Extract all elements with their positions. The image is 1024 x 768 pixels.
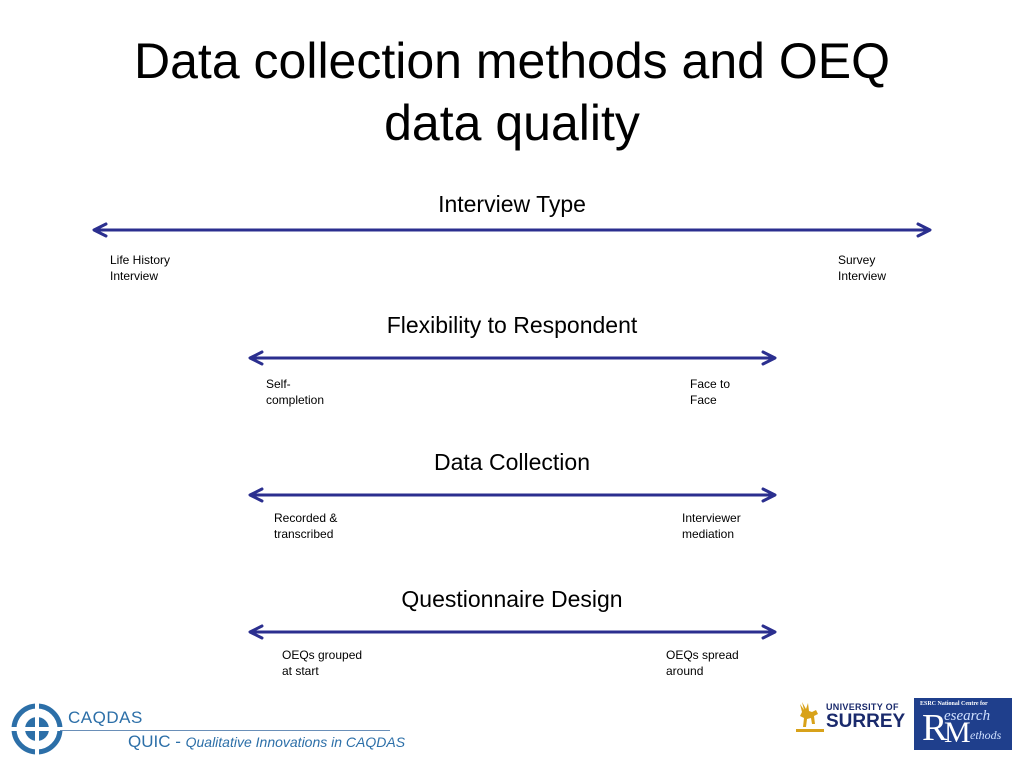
- quic-subtitle: Qualitative Innovations in CAQDAS: [185, 734, 406, 750]
- caqdas-logo-icon: [10, 702, 64, 756]
- surrey-stag-icon: [796, 702, 824, 732]
- scale-label-questionnaire-design: Questionnaire Design: [401, 586, 623, 612]
- scale-right-label-interview-type: Survey Interview: [838, 253, 887, 283]
- scale-left-label-flexibility: Self- completion: [266, 377, 325, 407]
- ncrm-logo: ESRC National Centre for R esearch M eth…: [914, 698, 1012, 750]
- ncrm-letter-m: M: [944, 716, 971, 749]
- slide-title-line-2: data quality: [384, 95, 640, 151]
- caqdas-wordmark: CAQDAS: [68, 708, 143, 727]
- slide-title: Data collection methods and OEQ data qua…: [0, 30, 1024, 154]
- scale-left-label-interview-type: Life History Interview: [110, 253, 171, 283]
- scale-right-label-questionnaire-design: OEQs spread around: [666, 648, 739, 678]
- scale-right-label-data-collection: Interviewer mediation: [682, 511, 741, 541]
- ncrm-esearch: esearch: [944, 708, 991, 724]
- scale-left-label-data-collection: Recorded & transcribed: [274, 511, 338, 541]
- ncrm-letter-r: R: [922, 707, 948, 749]
- ncrm-ethods: ethods: [970, 728, 1002, 742]
- footer-divider: [60, 730, 390, 731]
- surrey-university-of: UNIVERSITY OF: [826, 702, 899, 712]
- scale-label-interview-type: Interview Type: [438, 191, 586, 217]
- scale-left-label-questionnaire-design: OEQs grouped at start: [282, 648, 363, 678]
- slide-title-line-1: Data collection methods and OEQ: [134, 33, 890, 89]
- scale-label-data-collection: Data Collection: [434, 449, 590, 475]
- surrey-wordmark: SURREY: [826, 711, 906, 732]
- scale-label-flexibility: Flexibility to Respondent: [386, 312, 638, 338]
- ncrm-header: ESRC National Centre for: [920, 701, 988, 707]
- quic-name: QUIC -: [128, 732, 186, 751]
- quic-tagline: QUIC - Qualitative Innovations in CAQDAS: [128, 732, 405, 752]
- scale-right-label-flexibility: Face to Face: [690, 377, 731, 407]
